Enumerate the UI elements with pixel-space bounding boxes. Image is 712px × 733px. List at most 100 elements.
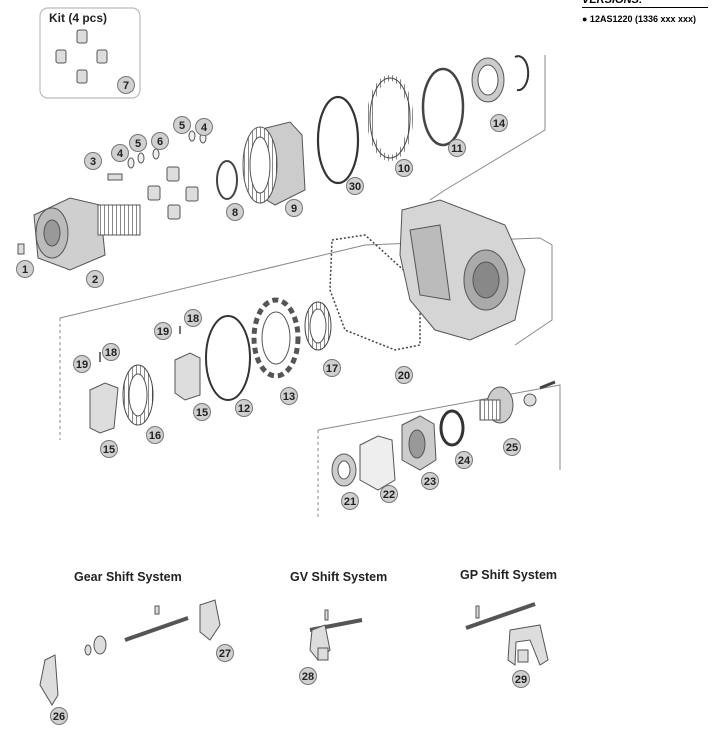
callout-badge [235, 399, 253, 417]
part-15-sleeve-right [174, 352, 201, 401]
callout-badge [226, 203, 244, 221]
callout-label: 15 [196, 407, 208, 419]
callout-badge [323, 359, 341, 377]
callout-badge [146, 426, 164, 444]
callout-label: 8 [232, 207, 238, 219]
callout-badge [380, 485, 398, 503]
part-8-ring [216, 160, 238, 200]
callout-badge [280, 387, 298, 405]
callout-badge [100, 440, 118, 458]
gv-shift-assembly [309, 609, 363, 661]
callout-label: 4 [201, 122, 208, 134]
callout-label: 23 [424, 476, 436, 488]
callout-badge [84, 152, 102, 170]
callout-label: 14 [493, 118, 506, 130]
part-21-bearing [331, 453, 357, 487]
callout-badge [285, 199, 303, 217]
callout-label: 30 [349, 181, 361, 193]
part-17-ring [304, 301, 332, 351]
callout-badge [151, 132, 169, 150]
callout-badge [195, 118, 213, 136]
callout-label: 22 [383, 489, 395, 501]
callout-label: 29 [515, 674, 527, 686]
callout-badge [129, 134, 147, 152]
grouping-lines [59, 55, 561, 520]
callout-label: 1 [22, 264, 28, 276]
callout-badge [512, 670, 530, 688]
part-22-plate [359, 435, 396, 491]
callout-badge [154, 322, 172, 340]
callout-badge [395, 366, 413, 384]
callout-badge [184, 309, 202, 327]
callout-label: 16 [149, 430, 161, 442]
part-23-cover [401, 415, 437, 471]
callout-label: 21 [344, 496, 356, 508]
callout-badge [117, 76, 135, 94]
callout-label: 10 [398, 163, 410, 175]
gp-shift-assembly [465, 602, 549, 666]
callout-badge [421, 472, 439, 490]
callout-label: 15 [103, 444, 115, 456]
callout-badge [346, 177, 364, 195]
callout-badge [16, 260, 34, 278]
part-15-sleeve-left [89, 382, 119, 434]
part-25-flange [479, 380, 556, 424]
callout-label: 25 [506, 442, 518, 454]
callout-badge [216, 644, 234, 662]
circlip [514, 55, 530, 92]
callout-badge [173, 116, 191, 134]
versions-title: VERSIONS: [582, 0, 708, 8]
part-14-bearing [471, 57, 505, 103]
callout-badge [503, 438, 521, 456]
callout-badge [73, 355, 91, 373]
callout-label: 19 [76, 359, 88, 371]
callout-badge [111, 144, 129, 162]
needle-rollers [147, 166, 199, 220]
transmission-housing [399, 199, 526, 341]
gear-shift-assembly [39, 599, 221, 706]
gear-shift-title: Gear Shift System [74, 570, 182, 584]
callout-label: 17 [326, 363, 338, 375]
callout-label: 24 [458, 455, 471, 467]
callout-label: 26 [53, 711, 65, 723]
callout-label: 11 [451, 143, 463, 155]
gv-shift-title: GV Shift System [290, 570, 388, 584]
callout-label: 6 [157, 136, 163, 148]
callout-badge [455, 451, 473, 469]
versions-panel: VERSIONS: ● 12AS1220 (1336 xxx xxx) [582, 0, 708, 24]
kit-label: Kit (4 pcs) [49, 11, 107, 25]
callout-label: 19 [157, 326, 169, 338]
part-16-gear [122, 364, 154, 426]
callout-label: 18 [105, 347, 117, 359]
part-24-ring [439, 409, 465, 447]
part-20-gasket [329, 234, 421, 351]
callout-label: 18 [187, 313, 199, 325]
part-30-ring [316, 95, 360, 185]
callout-label: 20 [398, 370, 410, 382]
callout-badge [395, 159, 413, 177]
callout-label: 4 [117, 148, 124, 160]
part-3-pin [107, 173, 123, 181]
callout-badge [86, 270, 104, 288]
gp-shift-title: GP Shift System [460, 568, 558, 582]
part-9-ring-gear [242, 121, 306, 206]
callout-label: 9 [291, 203, 297, 215]
callout-badge [299, 667, 317, 685]
callout-label: 28 [302, 671, 314, 683]
kit-box: Kit (4 pcs) [39, 7, 141, 99]
part-1-pin [17, 243, 25, 255]
version-item: ● 12AS1220 (1336 xxx xxx) [582, 14, 697, 24]
callout-label: 5 [179, 120, 185, 132]
detent-pins [99, 326, 181, 362]
callout-label: 13 [283, 391, 295, 403]
callout-badge [448, 139, 466, 157]
callout-badge [490, 114, 508, 132]
callout-badge [102, 343, 120, 361]
callout-label: 5 [135, 138, 141, 150]
callout-label: 27 [219, 648, 231, 660]
callout-badge [341, 492, 359, 510]
part-12-ring [205, 315, 251, 401]
callout-label: 3 [90, 156, 96, 168]
